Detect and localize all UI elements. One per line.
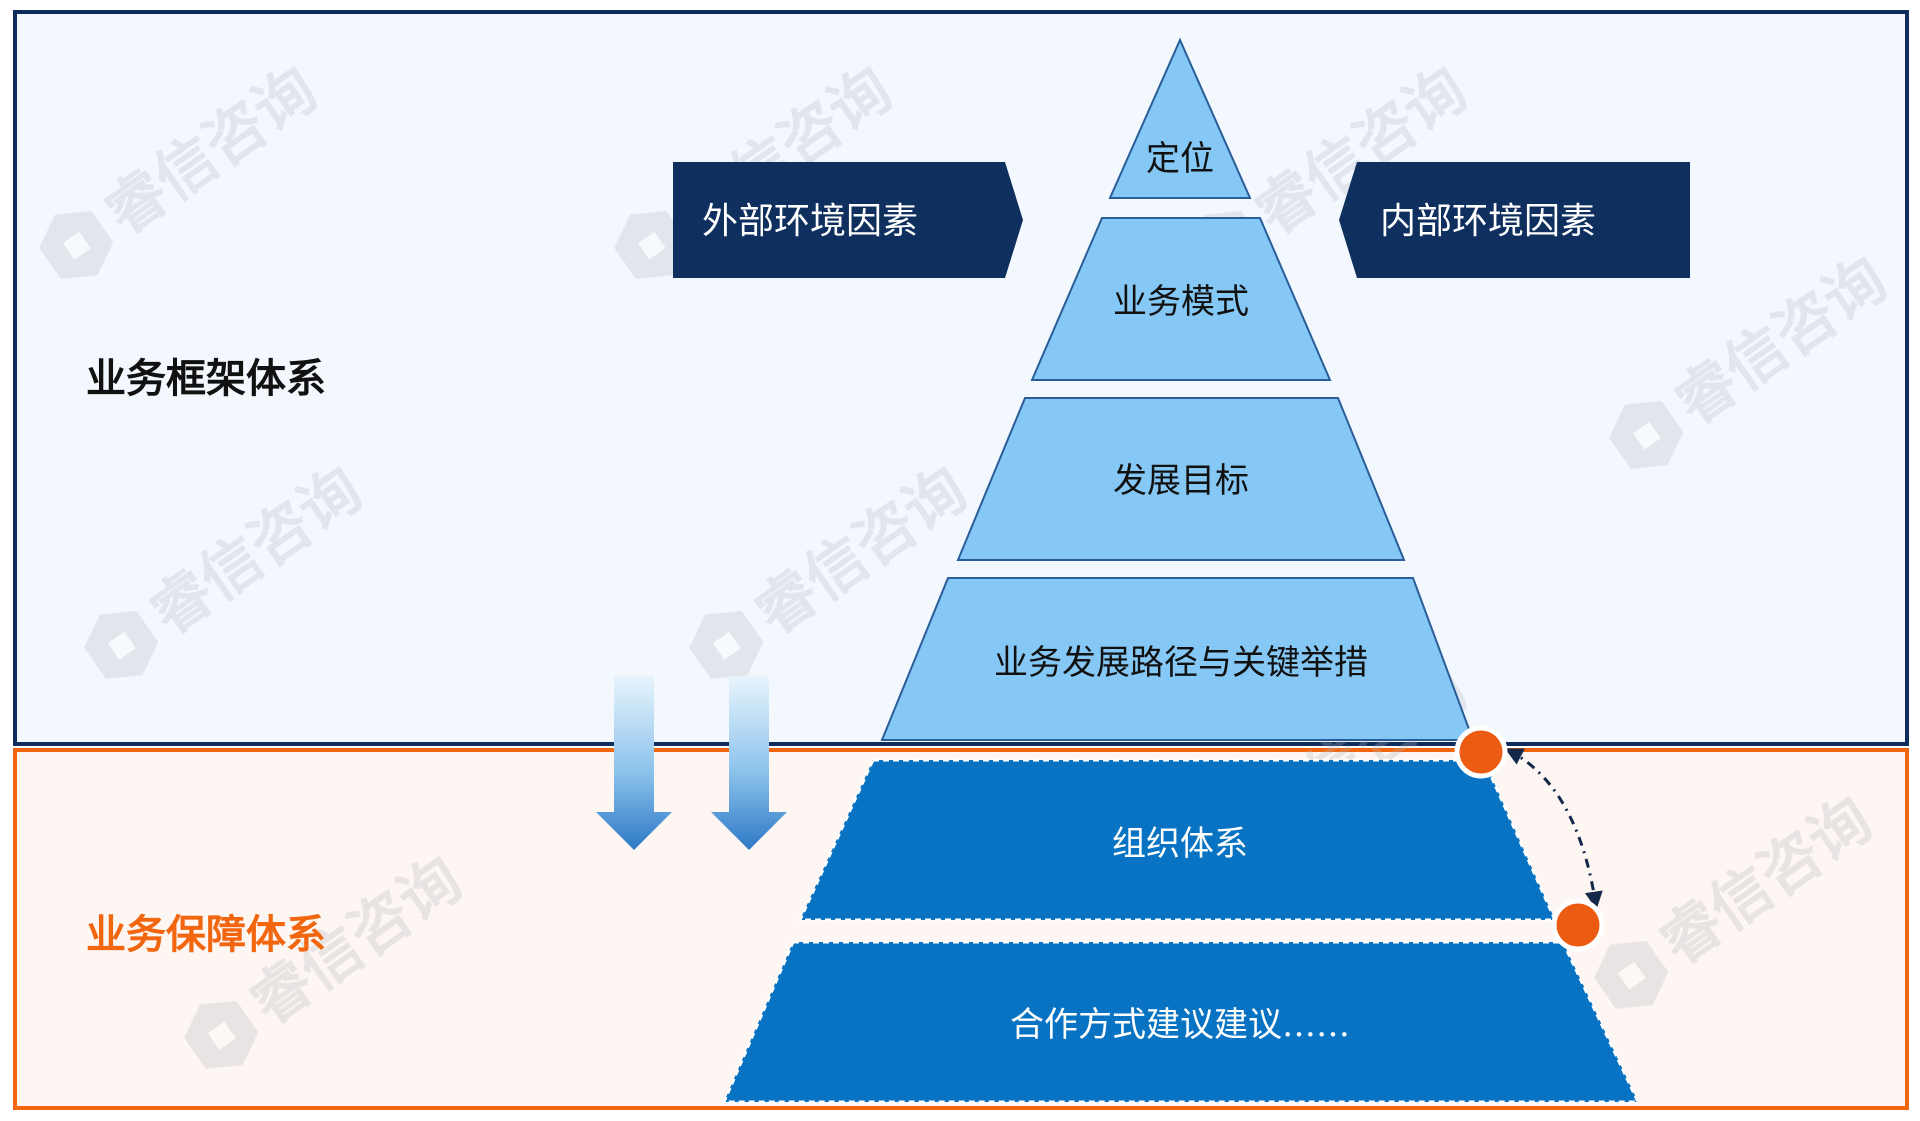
pyramid-tier-cooperation [721, 940, 1641, 1104]
tier-label-positioning: 定位 [1146, 139, 1214, 179]
down-arrow-left [596, 676, 672, 850]
tier-label-path-measures: 业务发展路径与关键举措 [994, 643, 1368, 683]
internal-factor-label: 内部环境因素 [1380, 201, 1596, 242]
support-label: 业务保障体系 [86, 911, 326, 958]
external-factor-label: 外部环境因素 [702, 201, 918, 242]
watermark-logo-icon [84, 610, 159, 679]
watermark-logo-icon [184, 1000, 259, 1069]
tier-label-development-goal: 发展目标 [1113, 461, 1249, 501]
pyramid-tier-positioning [1108, 37, 1252, 199]
external-factor-box [673, 162, 1023, 278]
connector-dot-upper [1454, 725, 1508, 779]
watermark-logo-icon [614, 210, 689, 279]
down-arrow-right [711, 676, 787, 850]
watermark-logo-icon [689, 610, 764, 679]
tier-label-business-model: 业务模式 [1113, 282, 1249, 322]
connector-dot-lower [1551, 898, 1605, 952]
internal-factor-box [1339, 162, 1690, 278]
pyramid-tier-development-goal [956, 397, 1406, 561]
tier-label-cooperation: 合作方式建议建议…… [1010, 1005, 1350, 1045]
watermark-logo-icon [1594, 940, 1669, 1009]
framework-label: 业务框架体系 [86, 355, 326, 402]
watermark-logo-icon [1609, 400, 1684, 469]
watermark-logo-icon [39, 210, 114, 279]
pyramid-tier-business-model [1030, 217, 1332, 381]
pyramid-tier-organization [797, 758, 1558, 922]
tier-label-organization: 组织体系 [1112, 824, 1248, 864]
